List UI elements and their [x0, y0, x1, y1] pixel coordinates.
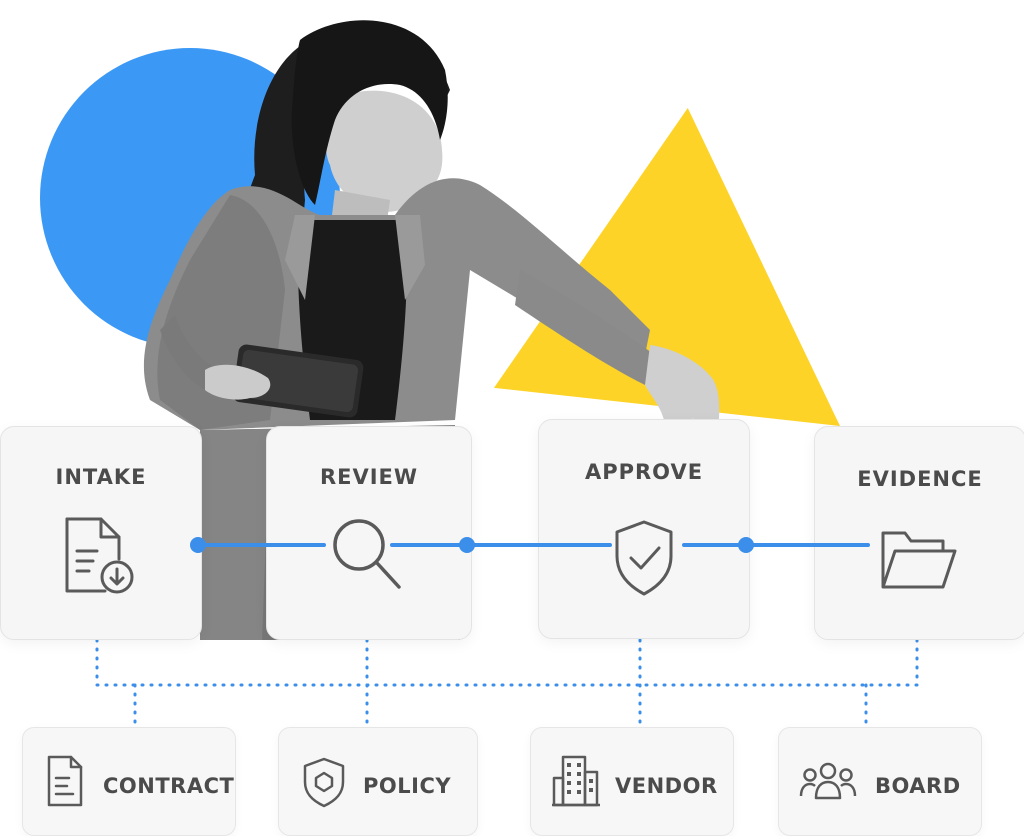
- stage-label-review: REVIEW: [319, 465, 419, 489]
- stage-label-evidence: EVIDENCE: [857, 467, 983, 491]
- stage-label-intake: INTAKE: [55, 465, 147, 489]
- shield-check-icon: [615, 520, 673, 596]
- stage-card-evidence: EVIDENCE: [814, 426, 1024, 640]
- category-label-contract: CONTRACT: [103, 774, 235, 798]
- category-label-board: BOARD: [875, 774, 961, 798]
- category-card-policy: POLICY: [278, 727, 478, 836]
- category-label-policy: POLICY: [363, 774, 452, 798]
- shield-badge-icon: [303, 757, 345, 808]
- document-download-icon: [65, 517, 134, 594]
- category-card-board: BOARD: [778, 727, 982, 836]
- stage-card-approve: APPROVE: [538, 419, 750, 639]
- category-card-vendor: VENDOR: [530, 727, 734, 836]
- document-icon: [47, 755, 83, 807]
- category-label-vendor: VENDOR: [615, 774, 718, 798]
- people-group-icon: [799, 762, 857, 800]
- stage-label-approve: APPROVE: [584, 460, 704, 484]
- stage-card-review: REVIEW: [266, 426, 472, 640]
- magnifier-icon: [333, 519, 401, 589]
- category-card-contract: CONTRACT: [22, 727, 236, 836]
- woman-with-tablet-illustration: [143, 20, 720, 640]
- building-icon: [552, 755, 600, 807]
- stage-card-intake: INTAKE: [0, 426, 202, 640]
- folder-open-icon: [881, 531, 957, 589]
